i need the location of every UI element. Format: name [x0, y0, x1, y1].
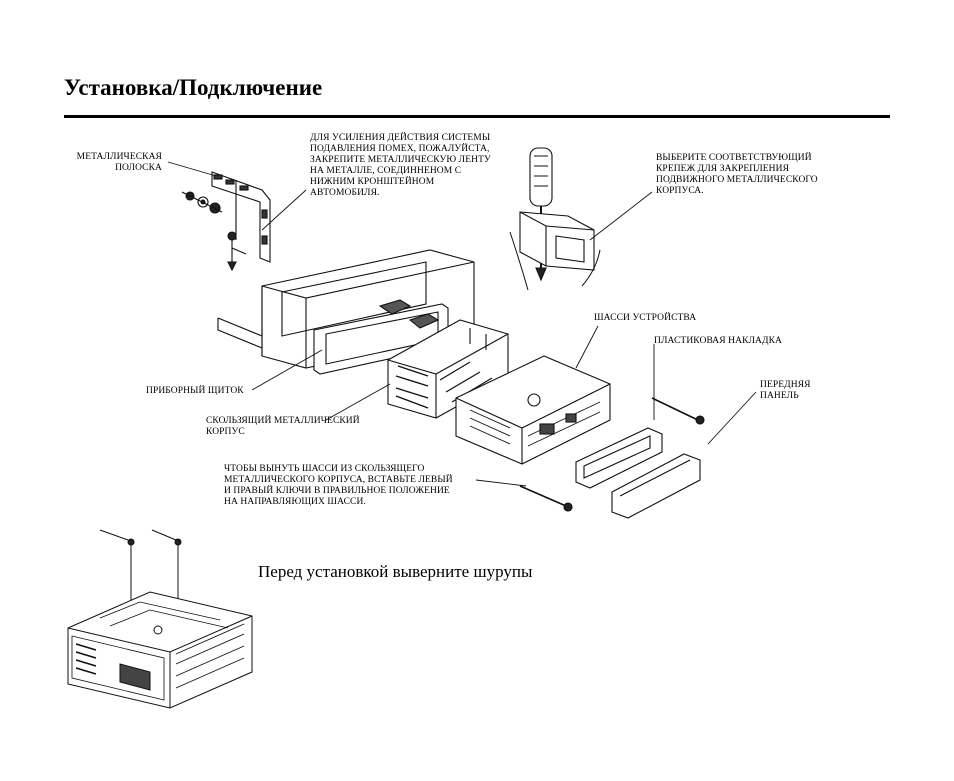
label-remove-chassis: ЧТОБЫ ВЫНУТЬ ШАССИ ИЗ СКОЛЬЗЯЩЕГО МЕТАЛЛ… — [224, 464, 453, 507]
label-metal-strip: МЕТАЛЛИЧЕСКАЯ ПОЛОСКА — [76, 152, 162, 173]
label-noise-suppression-note: ДЛЯ УСИЛЕНИЯ ДЕЙСТВИЯ СИСТЕМЫ ПОДАВЛЕНИЯ… — [310, 133, 491, 198]
label-dashboard: ПРИБОРНЫЙ ЩИТОК — [146, 386, 244, 396]
label-sliding-case: СКОЛЬЗЯЩИЙ МЕТАЛЛИЧЕСКИЙ КОРПУС — [206, 416, 360, 437]
label-chassis: ШАССИ УСТРОЙСТВА — [594, 313, 697, 323]
release-key-icon — [519, 485, 567, 507]
pre-install-note: Перед установкой выверните шурупы — [258, 562, 533, 581]
bracket-detail-illustration — [509, 211, 601, 291]
metal-strip-illustration — [181, 171, 271, 272]
release-key-icon — [651, 397, 703, 423]
title-divider — [64, 115, 890, 118]
plastic-trim-illustration — [575, 427, 663, 489]
chassis-illustration — [455, 355, 611, 465]
front-panel-illustration — [611, 453, 701, 519]
label-front-panel: ПЕРЕДНЯЯ ПАНЕЛЬ — [760, 380, 811, 401]
head-unit-illustration — [67, 591, 253, 709]
label-plastic-trim: ПЛАСТИКОВАЯ НАКЛАДКА — [654, 336, 783, 346]
page-title: Установка/Подключение — [64, 75, 323, 100]
insert-arrow-icon — [378, 299, 440, 329]
label-fastener-note: ВЫБЕРИТЕ СООТВЕТСТВУЮЩИЙ КРЕПЕЖ ДЛЯ ЗАКР… — [656, 153, 818, 196]
